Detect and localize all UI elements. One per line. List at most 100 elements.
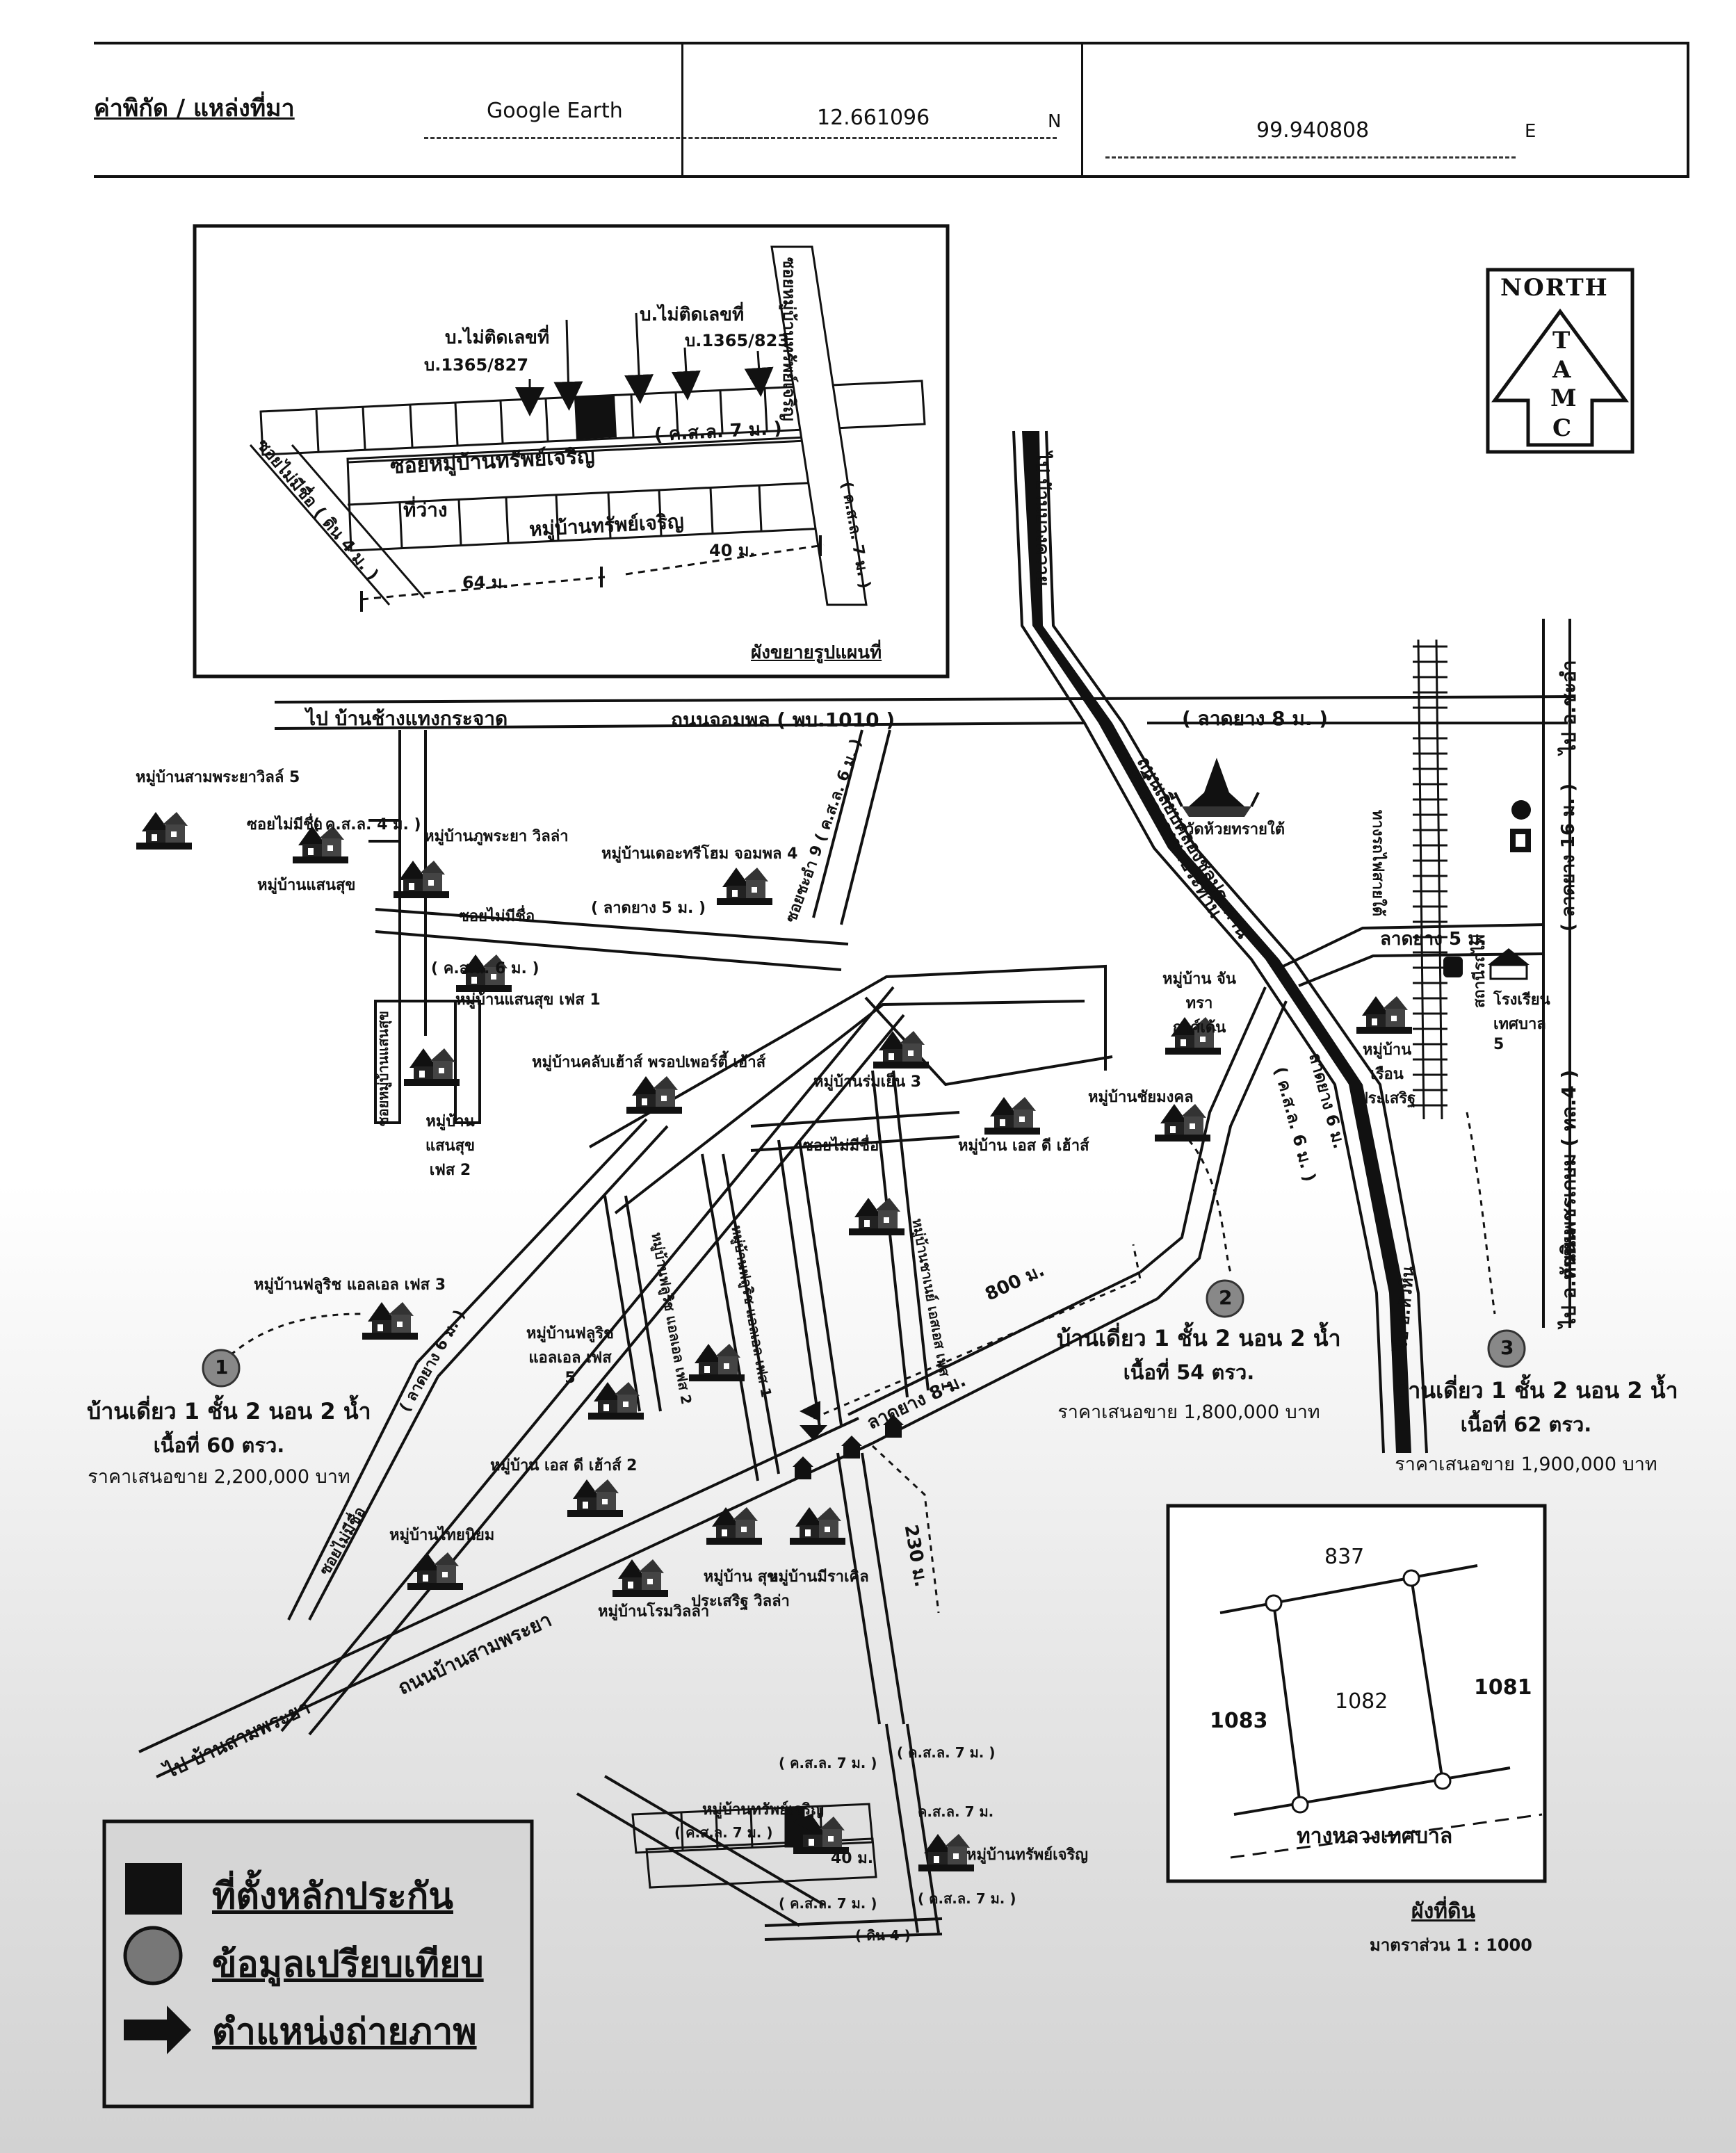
village-label: หมู่บ้านโรมวิลล่า	[598, 1603, 710, 1620]
soi-width-6: ( ค.ส.ล. 6 ม. )	[431, 960, 540, 977]
village-label: หมู่บ้านมีราเคิล	[768, 1568, 869, 1586]
road-top-left-label: ไป บ้านช้างแทงกระจาด	[306, 707, 508, 730]
parcel-left-number: 1083	[1210, 1709, 1268, 1733]
comparable-markers	[202, 1279, 1526, 1388]
highway-width: ( ลาดยาง 16 ม. )	[1558, 783, 1579, 932]
comparable-3-area: เนื้อที่ 62 ตรว.	[1460, 1413, 1592, 1436]
village-label: หมู่บ้านทรัพย์เจริญ	[702, 1801, 825, 1819]
road-top-width: ( ลาดยาง 8 ม. )	[1182, 707, 1329, 730]
soi-unnamed-label-2: ซอยไม่มีชื่อ	[247, 816, 323, 834]
village-label: หมู่บ้าน เอส ดี เฮ้าส์ 2	[490, 1457, 638, 1474]
village-label: หมู่บ้านชัยมงคล	[1088, 1089, 1194, 1106]
bottom-road-label: ( ค.ส.ล. 7 ม. )	[674, 1824, 773, 1841]
bottom-road-label: ค.ส.ล. 7 ม.	[918, 1803, 994, 1820]
village-label: หมู่บ้าน เรือนประเสริฐ	[1358, 1041, 1416, 1107]
soi-unnamed-label-4: ซอยไม่มีชื่อ	[803, 1137, 879, 1155]
village-label: หมู่บ้าน สุขประเสริฐ วิลล่า	[691, 1568, 790, 1610]
station-icon	[1443, 957, 1463, 977]
comparable-2-price: ราคาเสนอขาย 1,800,000 บาท	[1057, 1402, 1320, 1423]
north-label: NORTH	[1500, 274, 1609, 302]
highway-bottom-label: ไป อ.หัวหิน	[1557, 1230, 1580, 1328]
parcel-top-number: 837	[1324, 1545, 1365, 1569]
inset-distance-64: 64 ม.	[462, 573, 509, 592]
soi-saensuk-label: ซอยหมู่บ้านแสนสุข	[375, 1011, 391, 1126]
inset-label-no-number-1: บ.ไม่ติดเลขที่	[445, 327, 550, 348]
longitude-value: 99.940808	[1256, 118, 1370, 143]
north-letter-c: C	[1552, 414, 1572, 442]
bottom-lots	[680, 1807, 823, 1851]
school-label: โรงเรียนเทศบาล 5	[1493, 991, 1550, 1053]
coordinate-header: ค่าพิกัด / แหล่งที่มา Google Earth 12.66…	[94, 42, 1689, 178]
comparable-1-area: เนื้อที่ 60 ตรว.	[153, 1433, 285, 1457]
inset-label-house-827: บ.1365/827	[424, 355, 529, 375]
legend-collateral-label: ที่ตั้งหลักประกัน	[212, 1876, 453, 1917]
railway-label: ทางรถไฟสายใต้	[1369, 810, 1386, 917]
soi-unnamed-label-3: ซอยไม่มีชื่อ	[459, 908, 535, 925]
legend	[102, 1819, 534, 2109]
comparable-number-2: 2	[1219, 1286, 1233, 1309]
comparable-1-type: บ้านเดี่ยว 1 ชั้น 2 นอน 2 น้ำ	[87, 1398, 371, 1424]
header-divider	[681, 44, 683, 175]
bottom-road-label: ( ค.ส.ล. 7 ม. )	[779, 1895, 877, 1912]
parcel-scale: มาตราส่วน 1 : 1000	[1370, 1935, 1532, 1955]
road-top-name: ถนนจอมพล ( พบ.1010 )	[671, 708, 895, 731]
school-icon	[1488, 948, 1530, 980]
inset-label-no-number-2: บ.ไม่ติดเลขที่	[640, 304, 745, 325]
legend-comparison-label: ข้อมูลเปรียบเทียบ	[212, 1944, 484, 1985]
village-label: หมู่บ้านสามพระยาวิลล์ 5	[136, 769, 300, 786]
comparable-2-area: เนื้อที่ 54 ตรว.	[1123, 1360, 1255, 1384]
comparable-1: บ้านเดี่ยว 1 ชั้น 2 นอน 2 น้ำ เนื้อที่ 6…	[87, 1394, 371, 1491]
inset-caption: ผังขยายรูปแผนที่	[751, 642, 882, 663]
village-label: หมู่บ้าน เอส ดี เฮ้าส์	[958, 1137, 1089, 1155]
inset-map	[193, 224, 950, 679]
inset-side-road-right: ซอยหมู่บ้านทรัพย์เจริญ	[779, 257, 799, 421]
road-network	[138, 430, 1575, 1941]
village-label: หมู่บ้านแสนสุข เฟส 1	[455, 991, 601, 1009]
village-label: หมู่บ้านแสนสุข	[257, 877, 356, 894]
village-label: หมู่บ้านไทยนิยม	[389, 1527, 495, 1544]
village-label: หมู่บ้าน แสนสุข เฟส 2	[425, 1113, 476, 1179]
bottom-road-label: ( ดิน 4 )	[855, 1927, 911, 1944]
inset-distance-40: 40 ม.	[709, 541, 756, 560]
parcel-center-number: 1082	[1335, 1689, 1388, 1714]
north-arrow	[1486, 268, 1634, 454]
coordinate-label: ค่าพิกัด / แหล่งที่มา	[94, 95, 295, 122]
comparable-number-3: 3	[1500, 1336, 1514, 1359]
village-label: หมู่บ้านร่มเย็น 3	[813, 1073, 922, 1091]
inset-empty-lot: ที่ว่าง	[403, 498, 448, 521]
photo-arrows	[793, 1401, 820, 1833]
village-label: หมู่บ้านคลับเฮ้าส์ พรอปเพอร์ตี้ เฮ้าส์	[532, 1054, 766, 1071]
comparable-2-type: บ้านเดี่ยว 1 ชั้น 2 นอน 2 น้ำ	[1057, 1325, 1341, 1351]
latitude-value: 12.661096	[817, 106, 930, 130]
small-house-icons	[793, 1415, 904, 1479]
soi-width-4: ( ค.ส.ล. 4 ม. )	[313, 816, 421, 834]
village-label: หมู่บ้านทรัพย์เจริญ	[966, 1846, 1089, 1864]
village-label: หมู่บ้าน จันทรากาศ์เด้น	[1162, 970, 1236, 1037]
comparable-3-price: ราคาเสนอขาย 1,900,000 บาท	[1395, 1454, 1657, 1475]
temple-label: วัดห้วยทรายใต้	[1185, 821, 1285, 838]
bottom-road-label: ( ค.ส.ล. 7 ม. )	[779, 1755, 877, 1771]
connector-lines	[221, 1112, 1496, 1614]
longitude-direction: E	[1525, 121, 1536, 142]
latitude-direction: N	[1048, 111, 1062, 132]
source-value: Google Earth	[487, 99, 623, 123]
north-letter-a: A	[1552, 356, 1571, 384]
parcel-right-number: 1081	[1474, 1675, 1532, 1700]
header-divider	[1081, 44, 1083, 175]
village-label: หมู่บ้านเดอะทรีโฮม จอมพล 4	[601, 845, 798, 863]
parcel-road-label: ทางหลวงเทศบาล	[1297, 1824, 1453, 1849]
highway-symbols	[1510, 800, 1531, 852]
soi-width-5: ( ลาดยาง 5 ม. )	[591, 900, 706, 917]
north-letter-t: T	[1552, 327, 1571, 355]
comparable-1-price: ราคาเสนอขาย 2,200,000 บาท	[88, 1466, 350, 1488]
comparable-number-1: 1	[215, 1356, 229, 1379]
village-label: หมู่บ้านฟลูริช แอลเอล เฟส 5	[526, 1325, 615, 1387]
inset-label-house-823: บ.1365/823	[685, 331, 790, 350]
village-label: หมู่บ้านฟลูริช แอลเอล เฟส 3	[254, 1276, 446, 1294]
small-road-width: ลาดยาง 5 ม.	[1380, 929, 1487, 950]
bottom-distance-40: 40 ม.	[831, 1850, 874, 1867]
comparable-2: บ้านเดี่ยว 1 ชั้น 2 นอน 2 น้ำ เนื้อที่ 5…	[1057, 1321, 1341, 1427]
canal-top-label: ไป บ้านบางควาย	[1032, 452, 1053, 587]
